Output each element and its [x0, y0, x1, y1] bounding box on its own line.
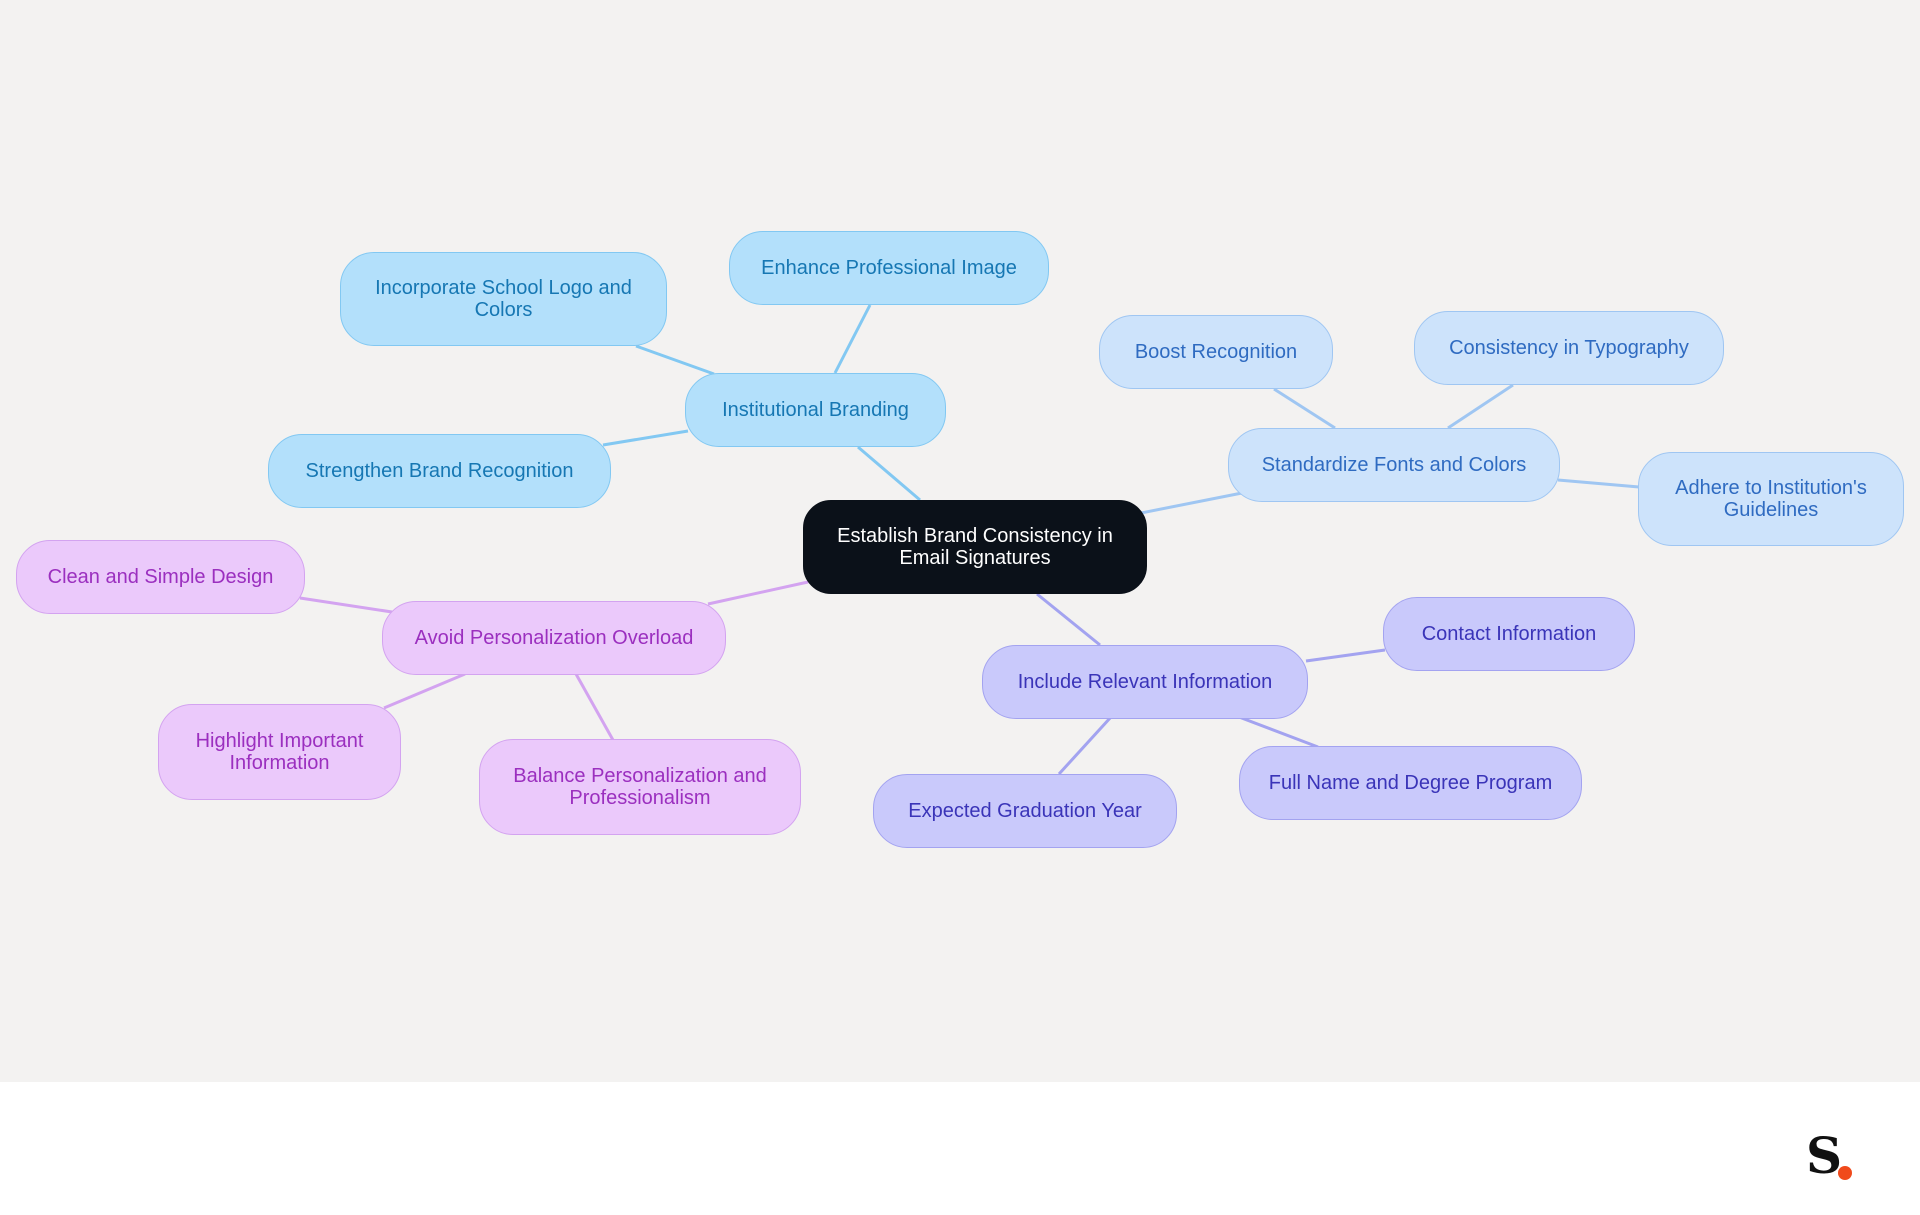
edge-standardize-guidelines — [1557, 478, 1640, 489]
mindmap-edges — [299, 304, 1640, 776]
leaf-label: Full Name and Degree Program — [1268, 772, 1553, 794]
leaf-label: Balance Personalization and Professional… — [513, 765, 767, 809]
edge-relevant-graduation — [1057, 715, 1113, 776]
center-node-label: Establish Brand Consistency in Email Sig… — [837, 525, 1113, 569]
branch-label: Include Relevant Information — [1017, 671, 1273, 693]
edge-center-institutional — [857, 445, 921, 502]
logo-dot-icon — [1838, 1166, 1852, 1180]
footer-bar — [0, 1082, 1920, 1215]
leaf-full-name-degree-program: Full Name and Degree Program — [1239, 746, 1582, 820]
branch-label: Standardize Fonts and Colors — [1261, 454, 1527, 476]
leaf-highlight-important-information: Highlight Important Information — [158, 704, 401, 800]
edge-institutional-strengthen — [602, 429, 689, 447]
leaf-consistency-in-typography: Consistency in Typography — [1414, 311, 1724, 385]
leaf-boost-recognition: Boost Recognition — [1099, 315, 1333, 389]
leaf-adhere-to-guidelines: Adhere to Institution's Guidelines — [1638, 452, 1904, 546]
branch-include-relevant-information: Include Relevant Information — [982, 645, 1308, 719]
leaf-label: Clean and Simple Design — [47, 566, 274, 588]
center-node: Establish Brand Consistency in Email Sig… — [803, 500, 1147, 594]
leaf-expected-graduation-year: Expected Graduation Year — [873, 774, 1177, 848]
edge-relevant-contact — [1305, 648, 1386, 663]
leaf-label: Expected Graduation Year — [908, 800, 1142, 822]
leaf-strengthen-brand-recognition: Strengthen Brand Recognition — [268, 434, 611, 508]
branch-label: Institutional Branding — [722, 399, 909, 421]
edge-center-standardize — [1140, 491, 1243, 515]
leaf-contact-information: Contact Information — [1383, 597, 1635, 671]
edge-standardize-typography — [1447, 383, 1514, 430]
leaf-enhance-professional-image: Enhance Professional Image — [729, 231, 1049, 305]
brand-logo-icon: S — [1806, 1128, 1866, 1184]
branch-institutional-branding: Institutional Branding — [685, 373, 946, 447]
branch-standardize-fonts-colors: Standardize Fonts and Colors — [1228, 428, 1560, 502]
leaf-label: Boost Recognition — [1134, 341, 1298, 363]
leaf-clean-simple-design: Clean and Simple Design — [16, 540, 305, 614]
edge-institutional-enhance — [833, 304, 872, 374]
leaf-label: Highlight Important Information — [195, 730, 364, 774]
leaf-label: Enhance Professional Image — [761, 257, 1017, 279]
edge-institutional-logo — [635, 344, 715, 376]
leaf-balance-personalization-professionalism: Balance Personalization and Professional… — [479, 739, 801, 835]
branch-label: Avoid Personalization Overload — [414, 627, 694, 649]
edge-personalization-highlight — [383, 672, 466, 710]
leaf-label: Adhere to Institution's Guidelines — [1675, 477, 1867, 521]
leaf-incorporate-school-logo: Incorporate School Logo and Colors — [340, 252, 667, 346]
edge-relevant-fullname — [1238, 715, 1319, 749]
leaf-label: Incorporate School Logo and Colors — [375, 277, 632, 321]
leaf-label: Contact Information — [1421, 623, 1597, 645]
logo-letter: S — [1806, 1126, 1843, 1185]
leaf-label: Consistency in Typography — [1449, 337, 1689, 359]
edge-center-relevant — [1036, 592, 1101, 647]
edge-standardize-boost — [1273, 387, 1336, 430]
edge-center-personalization — [707, 580, 809, 606]
edge-personalization-clean — [299, 596, 393, 614]
leaf-label: Strengthen Brand Recognition — [305, 460, 574, 482]
mindmap-canvas: Establish Brand Consistency in Email Sig… — [0, 0, 1920, 1082]
branch-avoid-personalization-overload: Avoid Personalization Overload — [382, 601, 726, 675]
edge-personalization-balance — [574, 673, 615, 741]
